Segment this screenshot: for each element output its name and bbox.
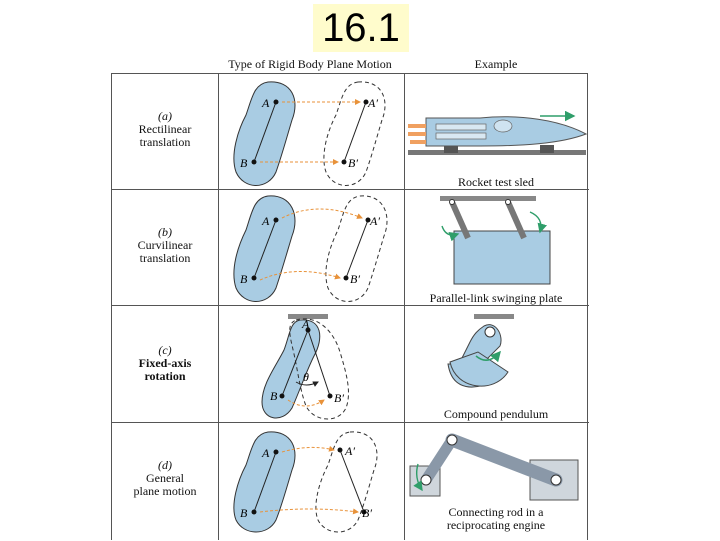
diagram-curvilinear: A B A′ B′ (233, 195, 551, 302)
point-label-b: B (240, 506, 248, 520)
rigid-body-final (315, 431, 378, 533)
point-label-b-prime: B′ (334, 391, 344, 405)
point-label-a: A (301, 317, 310, 331)
point-label-a: A (261, 446, 270, 460)
table-row-general: (d) General plane motion (112, 423, 589, 541)
connecting-rod-illustration (409, 433, 579, 501)
caption-compound-pendulum: Compound pendulum (443, 407, 549, 421)
caption-parallel-link-plate: Parallel-link swinging plate (429, 291, 563, 305)
header-type-of-motion: Type of Rigid Body Plane Motion (228, 57, 392, 71)
swinging-plate-illustration (440, 196, 551, 285)
row-label-fixed-axis: (c) Fixed-axis rotation (138, 343, 192, 383)
point-label-b-prime: B′ (348, 156, 358, 170)
point-label-a-prime: A′ (369, 214, 380, 228)
angle-label-theta: θ (303, 370, 309, 384)
point-label-b: B (240, 272, 248, 286)
row-label-curvilinear: (b) Curvilinear translation (137, 225, 193, 265)
column-divider-left (218, 74, 219, 540)
point-label-a-prime: A′ (344, 444, 355, 458)
rigid-body-final (323, 81, 386, 186)
point-label-b: B (270, 389, 278, 403)
point-label-b-prime: B′ (362, 506, 372, 520)
pin-joint-icon (484, 326, 496, 338)
caption-rocket-test-sled: Rocket test sled (458, 175, 534, 189)
rotation-arrow-icon (475, 350, 501, 363)
rigid-body-initial (233, 195, 296, 302)
rigid-body-initial (233, 431, 296, 533)
table-row-fixed-axis: (c) Fixed-axis rotation (112, 306, 589, 423)
rocket-sled-illustration (408, 110, 588, 155)
table-row-rectilinear: (a) Rectilinear translation (112, 74, 589, 190)
diagram-rectilinear: A B A′ B′ (233, 81, 588, 186)
rotation-arrow-icon (413, 463, 423, 492)
point-label-a: A (261, 214, 270, 228)
rigid-body-final (325, 195, 388, 302)
rotation-arrow-icon (441, 225, 460, 242)
row-label-rectilinear: (a) Rectilinear translation (138, 109, 192, 149)
motion-table: (a) Rectilinear translation (b) Curvilin… (111, 73, 589, 541)
table-row-curvilinear: (b) Curvilinear translation (112, 190, 589, 306)
point-label-a: A (261, 96, 270, 110)
pivot-support (288, 314, 328, 319)
rigid-body-final (289, 318, 349, 420)
column-divider-right (404, 74, 405, 540)
diagram-fixed-axis: A B B′ θ (261, 314, 514, 420)
compound-pendulum-illustration (447, 314, 514, 388)
header-example: Example (474, 57, 518, 71)
point-label-a-prime: A′ (367, 96, 378, 110)
pin-joint-icon (550, 474, 562, 486)
slide-title: 16.1 (313, 4, 409, 52)
pin-joint-icon (446, 434, 458, 446)
point-label-b-prime: B′ (350, 272, 360, 286)
point-label-b: B (240, 156, 248, 170)
caption-connecting-rod: Connecting rod in a reciprocating engine (446, 505, 546, 532)
rigid-body-initial (261, 319, 321, 419)
row-label-general: (d) General plane motion (133, 458, 197, 498)
diagram-general-plane: A B A′ B′ (233, 431, 579, 533)
pin-joint-icon (420, 474, 432, 486)
rotation-arrow-icon (529, 211, 548, 234)
